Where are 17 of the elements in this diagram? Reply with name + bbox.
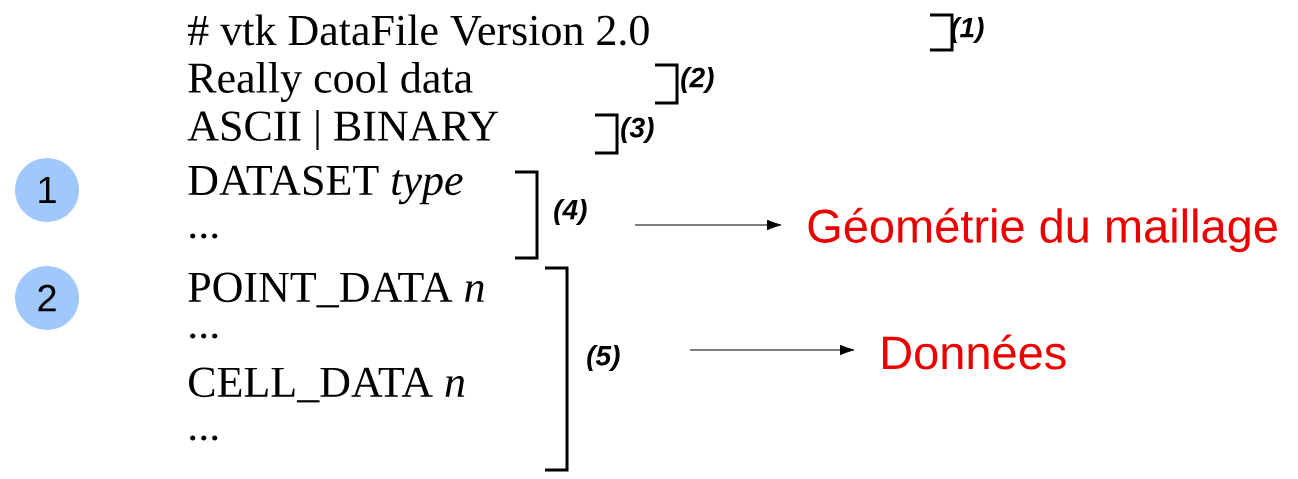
code-line: Really cool data <box>188 62 473 102</box>
target-label: Géométrie du maillage <box>808 207 1277 253</box>
code-line: POINT_DATA n <box>188 272 484 308</box>
code-line: ASCII | BINARY <box>187 110 498 150</box>
bracket-label: (3) <box>621 116 654 144</box>
code-line: DATASET type <box>188 165 463 205</box>
bracket-label: (2) <box>681 66 714 94</box>
bracket-label: (4) <box>554 198 587 226</box>
arrow <box>634 219 782 231</box>
code-line: CELL_DATA n <box>189 367 465 403</box>
target-label: Données <box>883 334 1066 370</box>
code-line: ... <box>190 435 218 441</box>
bracket-label: (5) <box>587 344 620 372</box>
arrow <box>689 344 855 356</box>
code-line: ... <box>190 333 218 339</box>
code-line: ... <box>190 233 218 239</box>
code-line: # vtk DataFile Version 2.0 <box>188 14 649 46</box>
